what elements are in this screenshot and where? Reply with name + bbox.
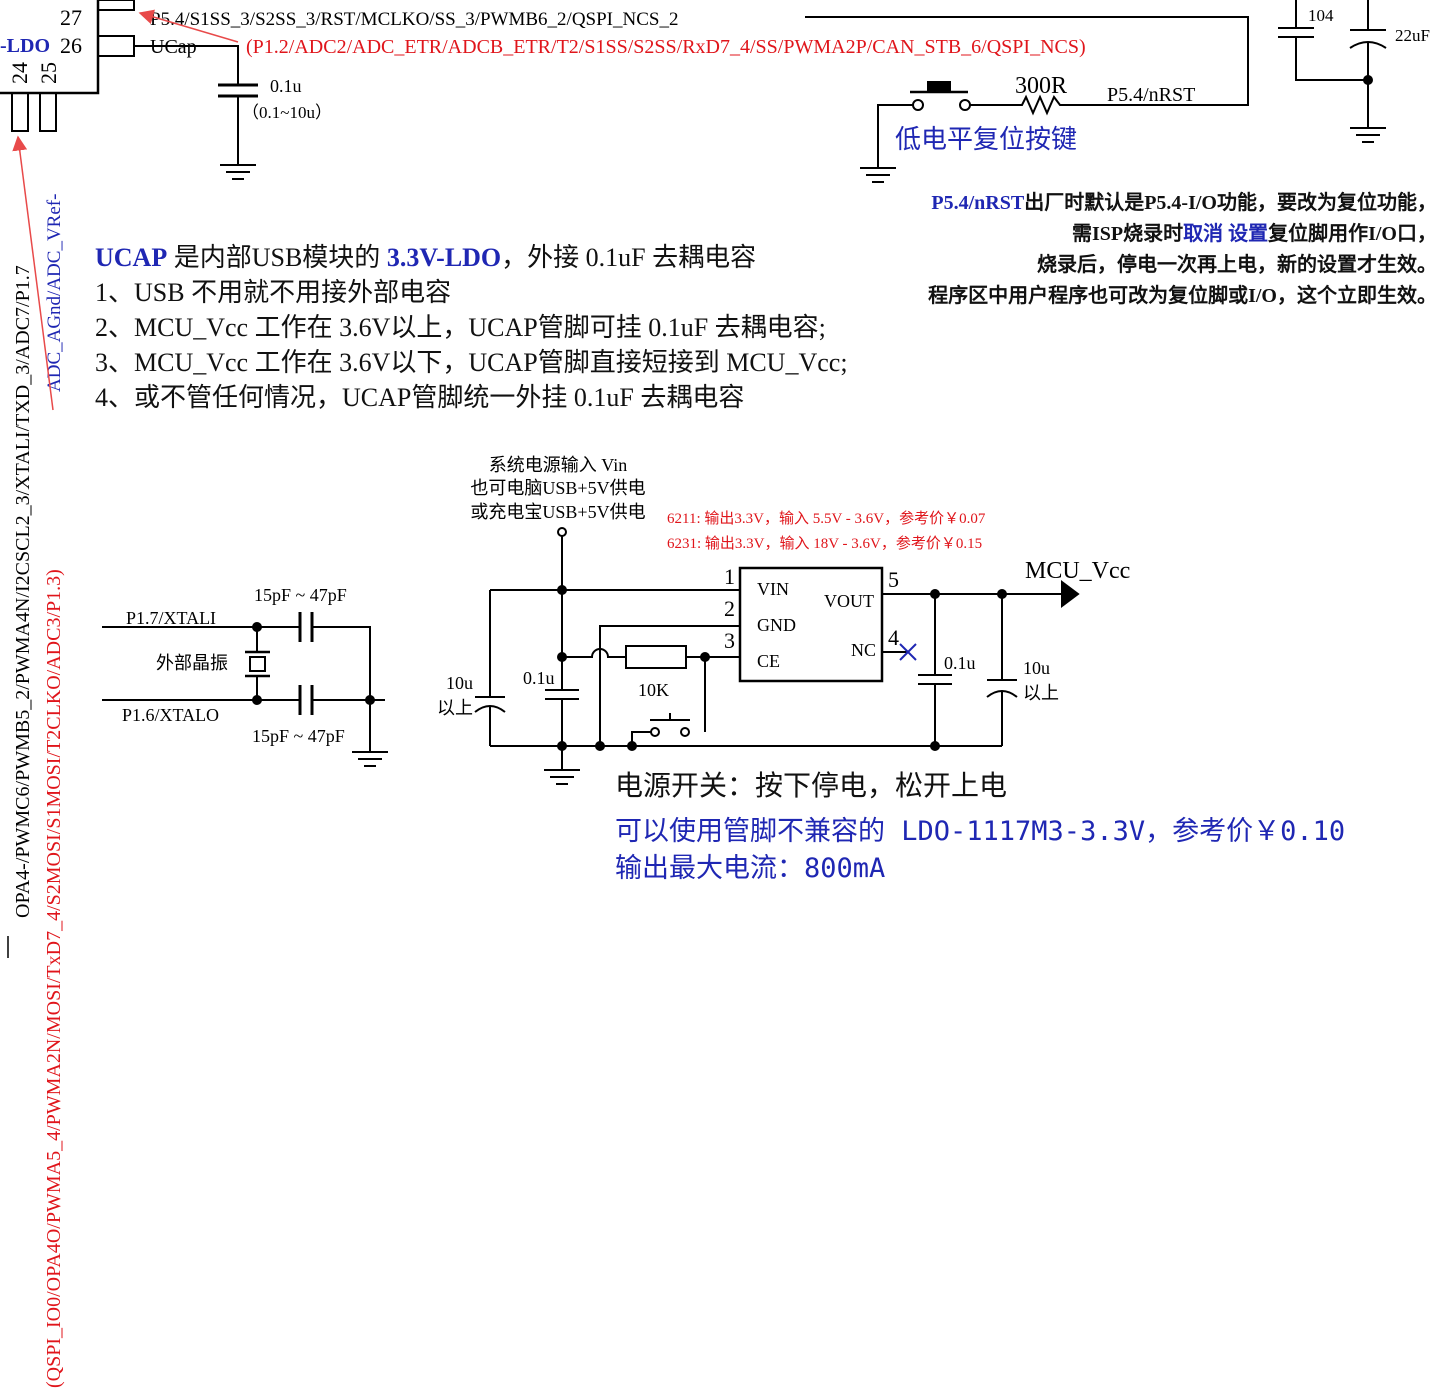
reset-button-label: 低电平复位按键 (895, 125, 1077, 154)
ucap-cap-value: 0.1u (270, 76, 302, 96)
ldo-pin5: 5 (888, 567, 899, 592)
mcu-vcc-net-label: MCU_Vcc (1025, 558, 1130, 584)
xtali-net-label: P1.7/XTALI (126, 608, 216, 628)
ucap-capacitor (134, 45, 258, 180)
ldo-pin1: 1 (724, 564, 735, 589)
vertical-pin-text-red: (QSPI_IO0/OPA4O/PWMA5_4/PWMA2N/MOSI/TxD7… (43, 569, 65, 1388)
ldo-tip-line1: 可以使用管脚不兼容的 LDO-1117M3-3.3V，参考价￥0.10 (615, 816, 1346, 847)
ldo-vout-label: VOUT (824, 591, 874, 611)
input-cap-small-value: 0.1u (523, 668, 555, 688)
p54-wire (805, 16, 1249, 106)
pin-27-label: 27 (60, 5, 82, 30)
red-arrow-p13 (12, 135, 54, 411)
reset-pin-notes: P5.4/nRST出厂时默认是P5.4-I/O功能，要改为复位功能， 需ISP烧… (928, 188, 1437, 312)
xtalo-net-label: P1.6/XTALO (122, 705, 219, 725)
crystal-cap-top-value: 15pF ~ 47pF (254, 585, 347, 605)
ldo-vin-label: VIN (757, 579, 789, 599)
ucap-notes: UCAP 是内部USB模块的 3.3V-LDO，外接 0.1uF 去耦电容 1、… (95, 240, 848, 415)
ucap-note-1: 1、USB 不用就不用接外部电容 (95, 278, 452, 307)
pin-26-label: 26 (60, 33, 82, 58)
vin-note-line1: 系统电源输入 Vin (489, 455, 627, 475)
reset-note-line3: 烧录后，停电一次再上电，新的设置才生效。 (1037, 254, 1437, 276)
reset-note-line1: P5.4/nRST出厂时默认是P5.4-I/O功能，要改为复位功能， (931, 192, 1437, 214)
vin-note-line3: 或充电宝USB+5V供电 (470, 502, 645, 522)
reset-note-line2: 需ISP烧录时取消 设置复位脚用作I/O口， (1071, 223, 1437, 245)
p12-alt-function: (P1.2/ADC2/ADC_ETR/ADCB_ETR/T2/S1SS/S2SS… (246, 36, 1086, 58)
vin-note-line2: 也可电脑USB+5V供电 (470, 478, 645, 498)
ldo-pin3: 3 (724, 628, 735, 653)
vertical-pin-text-blue: ADC_AGnd/ADC_VRef- (44, 194, 65, 392)
power-switch-note: 电源开关：按下停电，松开上电 (615, 771, 1008, 802)
input-cap-big-note: 以上 (437, 698, 473, 718)
input-cap-big-value: 10u (446, 673, 473, 693)
red-arrow-p12 (138, 9, 239, 43)
ldo-regulator-circuit (474, 527, 1080, 785)
pin-24-label: 24 (7, 62, 32, 84)
ldo-gnd-label: GND (757, 615, 796, 635)
ce-resistor-value: 10K (638, 680, 669, 700)
ldo-note-6231: 6231: 输出3.3V，输入 18V - 3.6V，参考价￥0.15 (667, 535, 982, 552)
cap-22uf-label: 22uF (1395, 26, 1430, 45)
p54-pin-function: P5.4/S1SS_3/S2SS_3/RST/MCLKO/SS_3/PWMB6_… (150, 9, 678, 30)
decoupling-caps-top-right (1278, 0, 1387, 143)
crystal-circuit (102, 612, 388, 767)
output-cap-small-value: 0.1u (944, 653, 976, 673)
ldo-label: -LDO (0, 35, 50, 57)
ucap-note-4: 4、或不管任何情况，UCAP管脚统一外挂 0.1uF 去耦电容 (95, 383, 745, 412)
reset-note-line4: 程序区中用户程序也可改为复位脚或I/O，这个立即生效。 (928, 285, 1437, 307)
crystal-cap-bottom-value: 15pF ~ 47pF (252, 726, 345, 746)
mcu-chip-fragment (0, 0, 135, 132)
vertical-pin-text-black: OPA4-/PWMC6/PWMB5_2/PWMA4N/I2CSCL2_3/XTA… (12, 265, 34, 918)
output-cap-big-value: 10u (1023, 658, 1050, 678)
ldo-pin4: 4 (888, 625, 899, 650)
ucap-note-2: 2、MCU_Vcc 工作在 3.6V以上，UCAP管脚可挂 0.1uF 去耦电容… (95, 313, 826, 342)
crystal-label: 外部晶振 (156, 653, 228, 673)
reset-net-label: P5.4/nRST (1107, 84, 1195, 106)
reset-button-circuit (860, 81, 1205, 183)
cap-104-label: 104 (1308, 6, 1334, 25)
ldo-tip-line2: 输出最大电流：800mA (615, 853, 886, 884)
ldo-pin2: 2 (724, 596, 735, 621)
ldo-nc-label: NC (851, 640, 876, 660)
ldo-alternative-tip: 可以使用管脚不兼容的 LDO-1117M3-3.3V，参考价￥0.10 输出最大… (615, 813, 1345, 887)
output-cap-big-note: 以上 (1023, 683, 1059, 703)
reset-resistor-value: 300R (1015, 73, 1067, 99)
ldo-note-6211: 6211: 输出3.3V，输入 5.5V - 3.6V，参考价￥0.07 (667, 510, 986, 527)
ucap-cap-range: （0.1~10u） (242, 103, 332, 122)
ucap-note-header: UCAP 是内部USB模块的 3.3V-LDO，外接 0.1uF 去耦电容 (95, 243, 757, 272)
pin-25-label: 25 (36, 62, 61, 84)
ldo-ce-label: CE (757, 651, 780, 671)
ucap-note-3: 3、MCU_Vcc 工作在 3.6V以下，UCAP管脚直接短接到 MCU_Vcc… (95, 348, 848, 377)
